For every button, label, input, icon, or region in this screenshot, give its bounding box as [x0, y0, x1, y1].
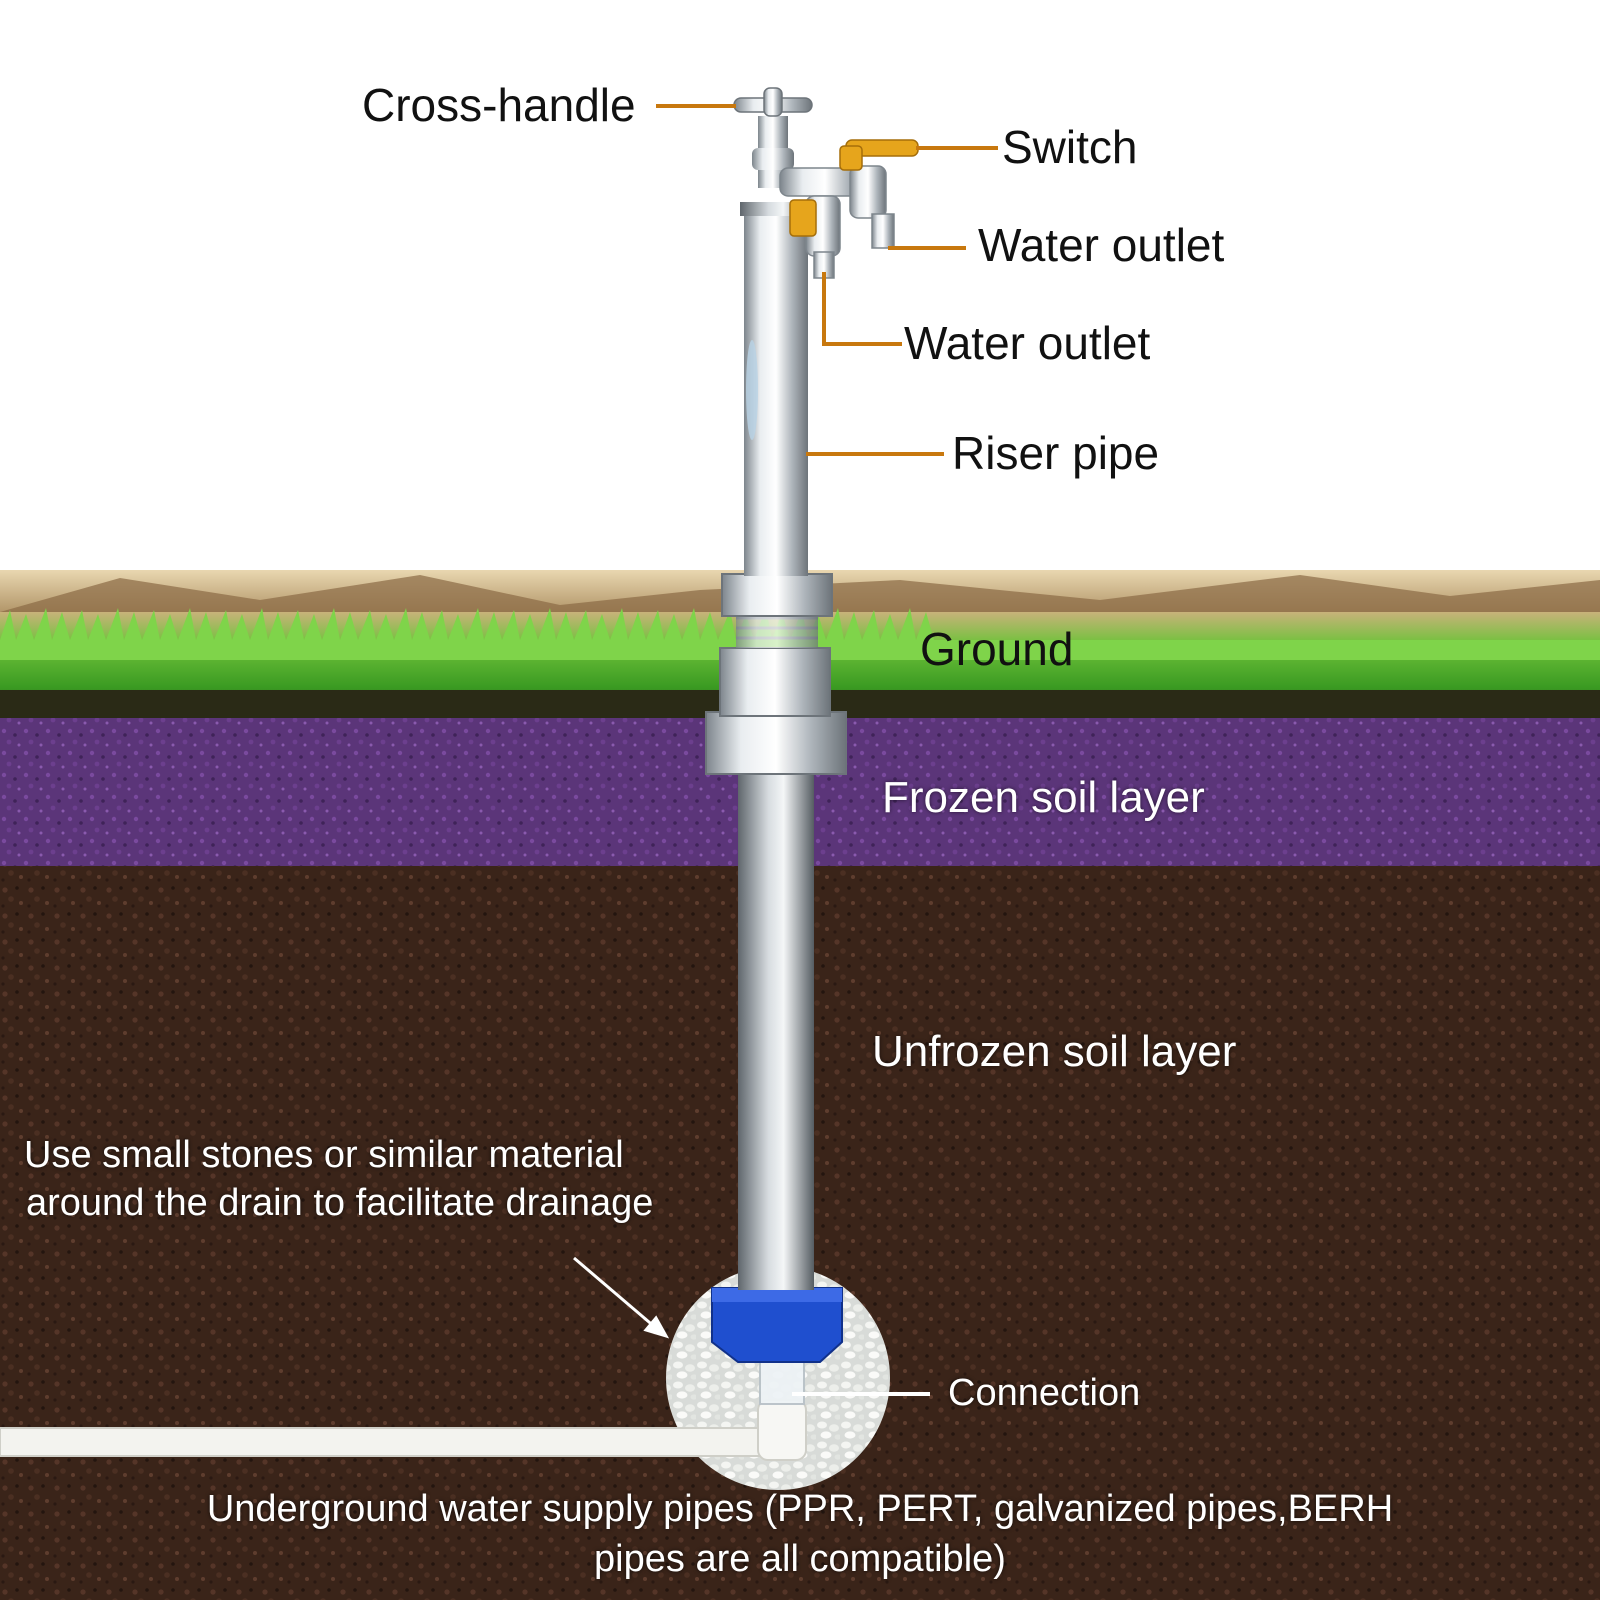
cross-handle-knob	[763, 87, 783, 117]
label-connection: Connection	[948, 1372, 1141, 1414]
label-water-outlet-2: Water outlet	[904, 317, 1151, 369]
label-ground: Ground	[920, 623, 1074, 675]
pipe-sticker	[746, 340, 758, 440]
ground-socket	[719, 647, 831, 717]
outlet-nozzle-1	[871, 213, 895, 249]
label-unfrozen-soil-layer: Unfrozen soil layer	[872, 1027, 1237, 1076]
leader-lines	[656, 104, 998, 456]
square-collar	[705, 711, 847, 775]
tap-bonnet	[752, 148, 794, 170]
label-drainage-note-line1: Use small stones or similar material	[24, 1134, 624, 1176]
lower-riser-pipe	[738, 730, 814, 1290]
leader-water-outlet-2	[822, 272, 902, 346]
hex-nut	[721, 573, 833, 617]
drainage-arrow	[573, 1256, 670, 1339]
label-riser-pipe: Riser pipe	[952, 427, 1160, 479]
underground-supply-pipe	[0, 1427, 776, 1457]
drain-valve-base-top	[712, 1288, 842, 1302]
switch-hub	[839, 145, 863, 171]
label-drainage-note-line2: around the drain to facilitate drainage	[26, 1182, 654, 1224]
thread-section	[736, 612, 818, 648]
lower-valve-lever	[789, 199, 817, 237]
label-supply-pipes-line2: pipes are all compatible)	[594, 1538, 1006, 1580]
connection-fitting	[759, 1355, 805, 1405]
label-supply-pipes-line1: Underground water supply pipes (PPR, PER…	[206, 1488, 1394, 1530]
pipe-elbow	[757, 1399, 807, 1461]
ball-valve-body	[849, 165, 887, 219]
label-cross-handle: Cross-handle	[362, 79, 636, 131]
label-switch: Switch	[1002, 121, 1138, 173]
label-frozen-soil-layer: Frozen soil layer	[882, 773, 1205, 822]
label-water-outlet-1: Water outlet	[978, 219, 1225, 271]
